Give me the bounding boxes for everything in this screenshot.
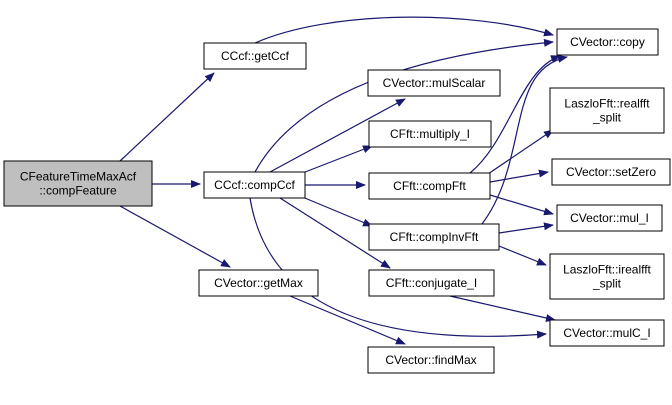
edges-layer [119,16,568,345]
node-box-realfft[interactable] [549,87,665,134]
edge-getCcf-to-copy [254,16,554,44]
node-box-compFft[interactable] [368,172,491,200]
node-label-compInvFft-line-0: CFft::compInvFft [390,230,479,244]
node-box-copy[interactable] [556,28,659,56]
node-mul[interactable]: CVector::mul_I [556,204,663,232]
node-realfft[interactable]: LaszloFft::realfft_split [549,87,665,134]
edge-getMax-to-findMax [289,295,406,345]
node-box-conjugate[interactable] [368,269,495,297]
node-box-compCcf[interactable] [203,171,306,199]
node-box-setZero[interactable] [551,158,671,186]
node-conjugate[interactable]: CFft::conjugate_I [368,269,495,297]
edge-compCcf-to-conjugate [279,197,391,269]
node-label-mulScalar-line-0: CVector::mulScalar [383,76,486,90]
node-getMax[interactable]: CVector::getMax [198,269,319,297]
node-label-mul-line-0: CVector::mul_I [570,211,649,225]
node-label-multiply-line-0: CFft::multiply_I [390,127,470,141]
nodes-layer: CFeatureTimeMaxAcf::compFeature CCcf::get… [3,28,671,374]
node-label-realfft-line-0: LaszloFft::realfft [564,97,650,111]
node-box-irealfft[interactable] [549,253,665,300]
edge-compCcf-to-mulC [249,197,547,339]
node-box-mul[interactable] [556,204,663,232]
node-label-realfft-line-1: _split [592,111,622,125]
edge-compInvFft-to-copy [481,54,568,225]
node-label-setZero-line-0: CVector::setZero [566,165,656,179]
node-setZero[interactable]: CVector::setZero [551,158,671,186]
edge-compFft-to-copy [469,55,561,174]
node-label-getCcf-line-0: CCcf::getCcf [221,49,290,63]
node-label-copy-line-0: CVector::copy [570,35,645,49]
node-findMax[interactable]: CVector::findMax [367,346,495,374]
node-label-conjugate-line-0: CFft::conjugate_I [386,276,477,290]
edge-compFft-to-mul [489,194,554,216]
node-label-compFft-line-0: CFft::compFft [393,179,466,193]
node-compFft[interactable]: CFft::compFft [368,172,491,200]
node-label-getMax-line-0: CVector::getMax [214,276,303,290]
node-label-compCcf-line-0: CCcf::compCcf [214,178,295,192]
edge-compInvFft-to-irealfft [498,245,547,266]
node-label-root-line-0: CFeatureTimeMaxAcf [20,170,137,184]
node-mulScalar[interactable]: CVector::mulScalar [367,69,501,97]
node-label-irealfft-line-1: _split [592,277,622,291]
node-label-irealfft-line-0: LaszloFft::irealfft [563,263,651,277]
node-label-root-line-1: ::compFeature [39,184,117,198]
edge-compInvFft-to-mul [498,222,554,234]
node-box-getCcf[interactable] [203,42,307,70]
node-box-root[interactable] [3,160,153,207]
node-label-findMax-line-0: CVector::findMax [385,353,476,367]
edge-compCcf-to-multiply [299,145,373,175]
edge-compFft-to-realfft [487,129,554,175]
edge-root-to-getCcf [119,72,215,162]
edge-conjugate-to-mulC [449,295,556,322]
node-multiply[interactable]: CFft::multiply_I [368,120,492,148]
edge-compCcf-to-mulScalar [269,98,406,173]
node-box-mulC[interactable] [549,319,665,347]
node-copy[interactable]: CVector::copy [556,28,659,56]
edge-root-to-getMax [119,205,231,268]
node-compInvFft[interactable]: CFft::compInvFft [368,223,500,251]
node-box-mulScalar[interactable] [367,69,501,97]
node-compCcf[interactable]: CCcf::compCcf [203,171,306,199]
node-box-compInvFft[interactable] [368,223,500,251]
node-getCcf[interactable]: CCcf::getCcf [203,42,307,70]
node-label-mulC-line-0: CVector::mulC_I [563,326,650,340]
edge-compCcf-to-compInvFft [299,195,373,227]
node-mulC[interactable]: CVector::mulC_I [549,319,665,347]
node-box-findMax[interactable] [367,346,495,374]
node-box-getMax[interactable] [198,269,319,297]
node-root[interactable]: CFeatureTimeMaxAcf::compFeature [3,160,153,207]
node-irealfft[interactable]: LaszloFft::irealfft_split [549,253,665,300]
node-box-multiply[interactable] [368,120,492,148]
edge-compFft-to-setZero [489,169,549,183]
